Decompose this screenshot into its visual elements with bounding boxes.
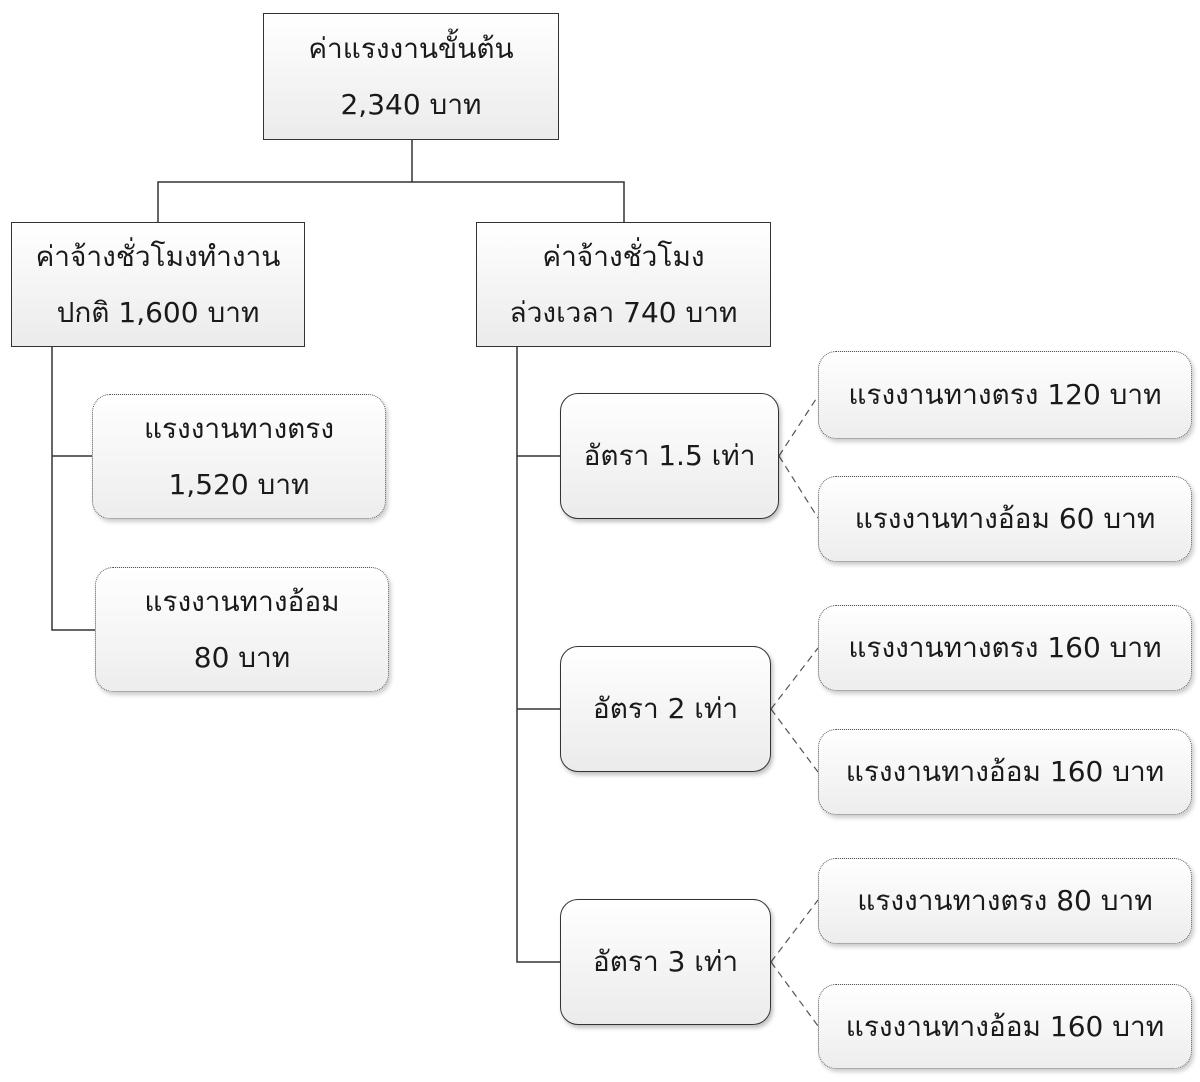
rate-3x-direct-node: แรงงานทางตรง 80 บาท [818, 858, 1192, 944]
rate-2x-indirect-node: แรงงานทางอ้อม 160 บาท [818, 729, 1192, 815]
overtime-amount: ล่วงเวลา 740 บาท [509, 295, 738, 329]
rate-3x-direct-label: แรงงานทางตรง 80 บาท [857, 884, 1153, 917]
rate-1-5x-node: อัตรา 1.5 เท่า [560, 393, 779, 519]
dash-rate2-direct [770, 647, 819, 710]
rate-1-5x-indirect-node: แรงงานทางอ้อม 60 บาท [818, 476, 1192, 562]
rate-1-5x-label: อัตรา 1.5 เท่า [583, 439, 756, 472]
rate-2x-label: อัตรา 2 เท่า [592, 692, 739, 725]
connector-normal [51, 347, 95, 631]
rate-1-5x-indirect-label: แรงงานทางอ้อม 60 บาท [854, 502, 1156, 535]
rate-2x-node: อัตรา 2 เท่า [560, 646, 771, 772]
rate-2x-direct-label: แรงงานทางตรง 160 บาท [848, 631, 1162, 664]
normal-indirect-labor-node: แรงงานทางอ้อม 80 บาท [95, 567, 389, 692]
rate-3x-label: อัตรา 3 เท่า [592, 945, 739, 978]
rate-3x-indirect-label: แรงงานทางอ้อม 160 บาท [845, 1009, 1165, 1043]
dash-rate1-direct [778, 395, 819, 457]
root-node: ค่าแรงงานขั้นต้น 2,340 บาท [263, 13, 559, 140]
overtime-title: ค่าจ้างชั่วโมง [542, 239, 705, 273]
connector-overtime [516, 347, 560, 963]
normal-indirect-amount: 80 บาท [193, 640, 291, 674]
normal-direct-title: แรงงานทางตรง [143, 411, 335, 445]
normal-hours-title: ค่าจ้างชั่วโมงทำงาน [35, 239, 281, 273]
normal-indirect-title: แรงงานทางอ้อม [144, 584, 340, 618]
dash-rate3-indirect [770, 961, 819, 1027]
dash-rate2-indirect [770, 708, 819, 773]
dash-rate3-direct [770, 899, 819, 963]
root-amount: 2,340 บาท [340, 87, 482, 121]
rate-3x-indirect-node: แรงงานทางอ้อม 160 บาท [818, 984, 1192, 1069]
normal-hours-node: ค่าจ้างชั่วโมงทำงาน ปกติ 1,600 บาท [11, 222, 305, 347]
dash-rate1-indirect [778, 455, 819, 519]
normal-direct-amount: 1,520 บาท [168, 467, 310, 501]
connector-root-right [412, 181, 625, 222]
rate-2x-indirect-label: แรงงานทางอ้อม 160 บาท [845, 755, 1165, 788]
normal-hours-amount: ปกติ 1,600 บาท [56, 295, 260, 329]
connector-root [157, 140, 413, 222]
rate-3x-node: อัตรา 3 เท่า [560, 899, 771, 1025]
rate-1-5x-direct-label: แรงงานทางตรง 120 บาท [848, 378, 1162, 411]
rate-2x-direct-node: แรงงานทางตรง 160 บาท [818, 605, 1192, 691]
root-title: ค่าแรงงานขั้นต้น [308, 31, 514, 65]
normal-direct-labor-node: แรงงานทางตรง 1,520 บาท [92, 394, 386, 519]
overtime-node: ค่าจ้างชั่วโมง ล่วงเวลา 740 บาท [476, 222, 771, 347]
rate-1-5x-direct-node: แรงงานทางตรง 120 บาท [818, 351, 1192, 439]
